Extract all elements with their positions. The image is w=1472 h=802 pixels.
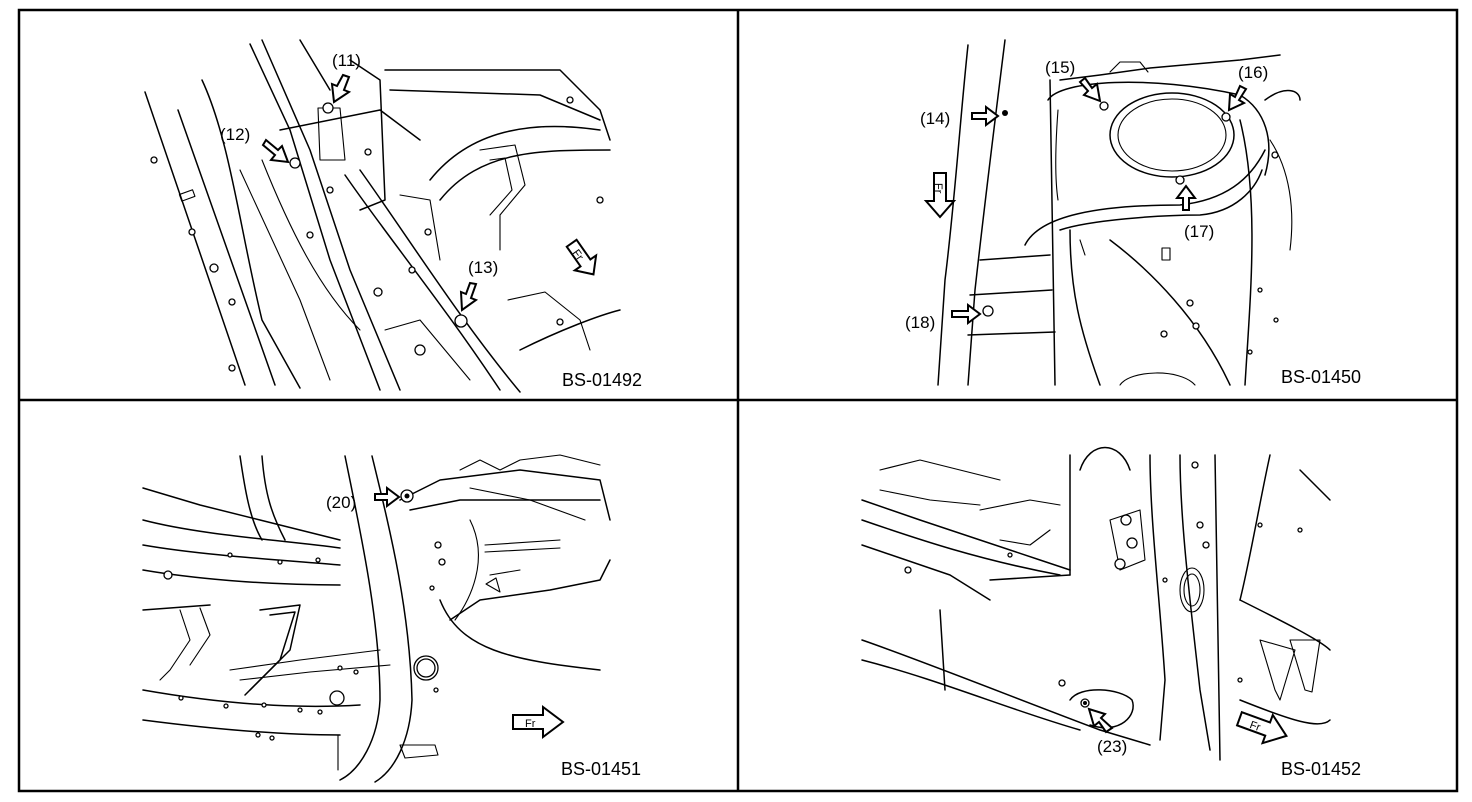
front-marker-label: Fr [932,183,944,194]
front-arrow-icon [923,172,957,219]
callout-label: (18) [905,313,935,332]
pointer-arrow [1175,184,1197,211]
pointer-arrow [971,105,1000,127]
callout-20: (20) [326,486,414,512]
attachment-hole [982,305,994,317]
pointer-arrow [951,303,982,325]
pointer-arrow [459,281,479,312]
callout-label: (14) [920,109,950,128]
panel-bottom-right: (23) Fr BS-01452 [861,446,1361,779]
attachment-hole [289,157,301,169]
callout-23: (23) [1080,698,1127,756]
callout-label: (20) [326,493,356,512]
callout-15: (15) [1045,58,1109,111]
callout-16: (16) [1221,63,1268,122]
pointer-arrow [1227,84,1248,112]
callout-11: (11) [322,51,361,114]
callout-18: (18) [905,303,994,332]
front-marker-label: Fr [525,718,536,730]
callout-label: (13) [468,258,498,277]
attachment-hole [1099,101,1109,111]
callout-label: (12) [220,125,250,144]
front-arrow-icon [512,705,565,739]
front-direction-marker: Fr [1235,710,1288,745]
callout-17: (17) [1175,175,1214,241]
attachment-hole [1175,175,1185,185]
figure-code: BS-01451 [561,759,641,779]
body-structure-illustration [144,39,621,393]
callout-13: (13) [454,258,498,328]
attachment-hole [1002,110,1008,116]
body-structure-illustration [142,454,611,783]
front-arrow-icon [1235,710,1288,745]
front-arrow-icon [565,238,598,276]
body-structure-illustration [937,39,1301,386]
front-marker-label: Fr [1248,719,1262,734]
front-direction-marker: Fr [923,172,957,219]
figure-code: BS-01452 [1281,759,1361,779]
attachment-hole [454,314,468,328]
callout-label: (23) [1097,737,1127,756]
panel-top-right: (14) (15) (16) (17) (18) [905,39,1361,387]
front-direction-marker: Fr [512,705,565,739]
pointer-arrow [1087,707,1114,734]
pointer-arrow [330,73,352,104]
figure-code: BS-01450 [1281,367,1361,387]
panel-bottom-left: (20) Fr BS-01451 [142,454,641,783]
figure-code: BS-01492 [562,370,642,390]
pointer-arrow [374,486,401,508]
attachment-hole [1221,112,1231,122]
callout-label: (17) [1184,222,1214,241]
front-direction-marker: Fr [565,238,598,276]
callout-12: (12) [220,125,301,169]
callout-14: (14) [920,105,1008,128]
pointer-arrow [261,138,290,164]
pointer-arrow [1078,76,1102,103]
panel-top-left: (11) (12) (13) Fr BS-01492 [144,39,642,393]
callout-label: (16) [1238,63,1268,82]
attachment-hole [322,102,334,114]
callout-label: (15) [1045,58,1075,77]
body-structure-illustration [861,446,1331,761]
callout-label: (11) [332,51,361,70]
